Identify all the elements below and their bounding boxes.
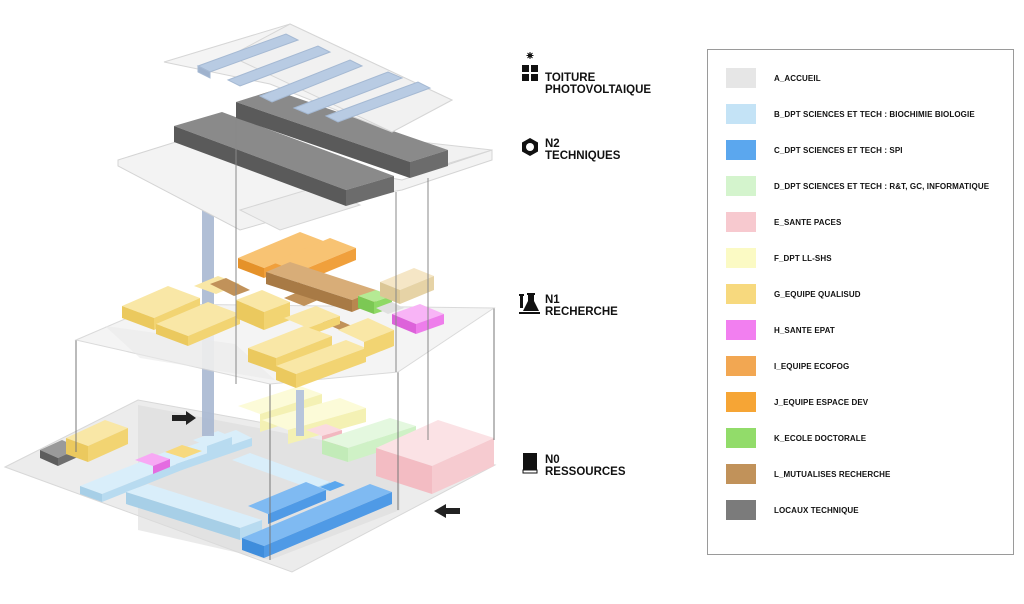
legend-item: D_DPT SCIENCES ET TECH : R&T, GC, INFORM… — [726, 176, 989, 196]
legend-swatch — [726, 428, 756, 448]
legend-item: G_EQUIPE QUALISUD — [726, 284, 861, 304]
level-n1-line1: N1 — [545, 294, 560, 306]
legend-label: E_SANTE PACES — [774, 217, 842, 227]
upper-glass-outline — [235, 118, 429, 440]
n2-blocks — [174, 90, 448, 206]
exploded-building-axonometry — [3, 23, 497, 573]
legend-label: K_ECOLE DOCTORALE — [774, 433, 867, 443]
legend-swatch — [726, 356, 756, 376]
legend-label: H_SANTE EPAT — [774, 325, 835, 335]
legend-item: L_MUTUALISES RECHERCHE — [726, 464, 890, 484]
legend-swatch — [726, 68, 756, 88]
hex-nut-icon — [519, 134, 541, 160]
legend-swatch — [726, 248, 756, 268]
level-n2-line2: TECHNIQUES — [545, 150, 621, 162]
entrance-arrow-north — [172, 411, 196, 425]
legend-label: B_DPT SCIENCES ET TECH : BIOCHIMIE BIOLO… — [774, 109, 975, 119]
legend-item: J_EQUIPE ESPACE DEV — [726, 392, 868, 412]
level-label-n2: N2 TECHNIQUES — [519, 134, 620, 162]
legend-item: F_DPT LL-SHS — [726, 248, 832, 268]
n1-blocks — [122, 232, 444, 388]
legend-label: L_MUTUALISES RECHERCHE — [774, 469, 891, 479]
n0-blocks — [40, 386, 494, 558]
book-icon — [519, 450, 541, 476]
level-label-roof: TOITURE PHOTOVOLTAIQUE — [519, 52, 652, 96]
legend-label: D_DPT SCIENCES ET TECH : R&T, GC, INFORM… — [774, 181, 990, 191]
level-roof-line2: PHOTOVOLTAIQUE — [545, 84, 652, 96]
legend-swatch — [726, 140, 756, 160]
legend-label: I_EQUIPE ECOFOG — [774, 361, 850, 371]
legend-swatch — [726, 392, 756, 412]
lab-flask-icon — [519, 290, 541, 316]
legend-item: C_DPT SCIENCES ET TECH : SPI — [726, 140, 903, 160]
level-n0-line2: RESSOURCES — [545, 466, 626, 478]
roof-pv-panels — [196, 33, 432, 123]
level-n0-line1: N0 — [545, 454, 560, 466]
legend: A_ACCUEIL B_DPT SCIENCES ET TECH : BIOCH… — [707, 49, 1014, 555]
n0-glass-outline — [75, 308, 495, 560]
level-roof-line1: TOITURE — [545, 72, 596, 84]
legend-label: C_DPT SCIENCES ET TECH : SPI — [774, 145, 903, 155]
legend-item: I_EQUIPE ECOFOG — [726, 356, 849, 376]
legend-swatch — [726, 500, 756, 520]
legend-swatch — [726, 176, 756, 196]
legend-label: F_DPT LL-SHS — [774, 253, 832, 263]
solar-panel-icon — [519, 52, 541, 82]
legend-swatch — [726, 212, 756, 232]
vertical-shaft-mid — [296, 390, 304, 436]
legend-swatch — [726, 284, 756, 304]
legend-item: K_ECOLE DOCTORALE — [726, 428, 866, 448]
legend-item: A_ACCUEIL — [726, 68, 821, 88]
legend-label: J_EQUIPE ESPACE DEV — [774, 397, 869, 407]
legend-item: H_SANTE EPAT — [726, 320, 835, 340]
legend-label: G_EQUIPE QUALISUD — [774, 289, 861, 299]
level-label-n1: N1 RECHERCHE — [519, 290, 618, 318]
level-n2-line1: N2 — [545, 138, 560, 150]
entrance-arrow-south — [434, 504, 460, 518]
level-n1-line2: RECHERCHE — [545, 306, 618, 318]
legend-swatch — [726, 104, 756, 124]
legend-swatch — [726, 464, 756, 484]
legend-label: A_ACCUEIL — [774, 73, 821, 83]
legend-label: LOCAUX TECHNIQUE — [774, 505, 859, 515]
legend-swatch — [726, 320, 756, 340]
level-label-n0: N0 RESSOURCES — [519, 450, 626, 478]
legend-item: LOCAUX TECHNIQUE — [726, 500, 859, 520]
legend-item: B_DPT SCIENCES ET TECH : BIOCHIMIE BIOLO… — [726, 104, 975, 124]
legend-item: E_SANTE PACES — [726, 212, 841, 232]
